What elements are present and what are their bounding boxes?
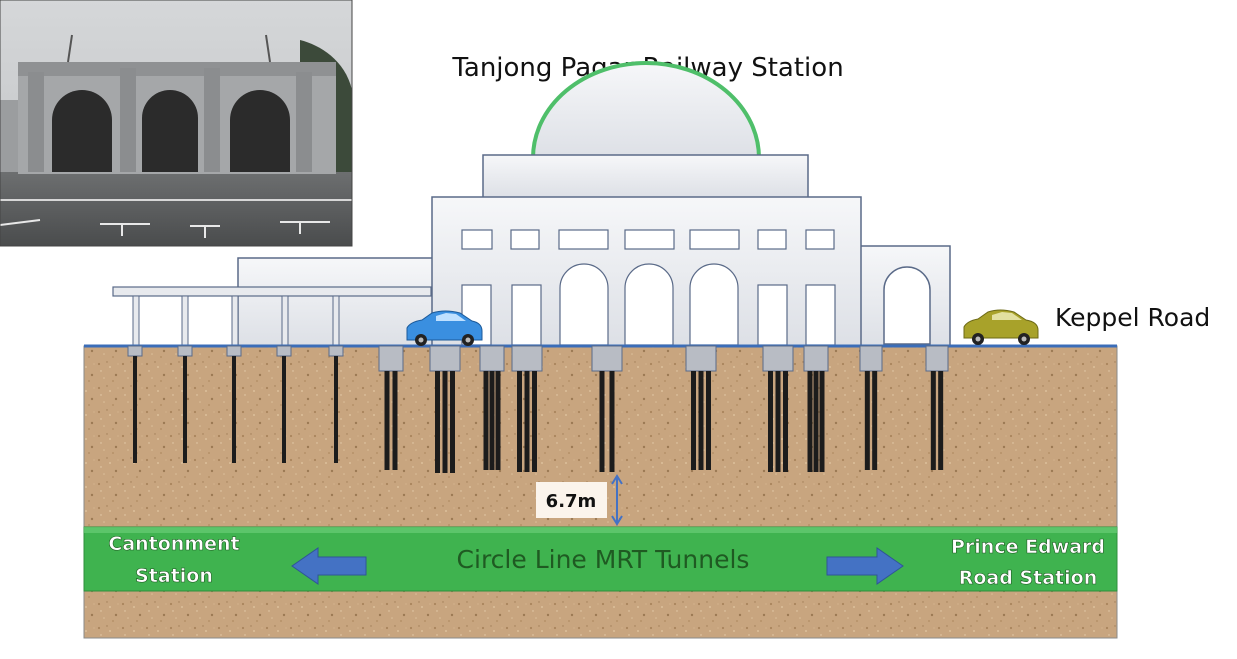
foundation-piles: [127, 345, 949, 473]
pile: [483, 371, 489, 470]
main-block-doors: [461, 263, 836, 346]
pile-cap: [127, 345, 143, 357]
pile: [392, 371, 398, 470]
pile: [864, 371, 870, 470]
pile: [524, 371, 530, 472]
pile: [450, 371, 455, 473]
depth-marker: [536, 474, 623, 526]
car-right-icon: [963, 309, 1039, 345]
pile-cap: [591, 345, 623, 372]
road-label: Keppel Road: [1055, 303, 1210, 332]
pile-cap: [429, 345, 461, 372]
pile-cap: [479, 345, 505, 372]
tunnel-highlight: [84, 527, 1117, 533]
pile: [599, 371, 605, 472]
left-station-line1: Cantonment: [108, 533, 239, 555]
pile: [706, 371, 711, 470]
pile-cap: [276, 345, 292, 357]
pile: [232, 356, 236, 463]
pile: [691, 371, 696, 470]
pile: [872, 371, 878, 470]
pile-cap: [803, 345, 829, 372]
pile: [807, 371, 813, 472]
pile: [698, 371, 704, 470]
pile: [282, 356, 286, 463]
pile: [442, 371, 448, 473]
pile: [495, 371, 501, 470]
pile-cap: [328, 345, 344, 357]
depth-label: 6.7m: [546, 491, 597, 512]
pile: [938, 371, 944, 470]
pile-cap: [859, 345, 883, 372]
right-station-line2: Road Station: [959, 567, 1097, 589]
pile-cap: [685, 345, 717, 372]
right-station-line1: Prince Edward: [951, 536, 1105, 558]
car-left-icon: [406, 310, 483, 346]
pile: [819, 371, 825, 472]
pile: [489, 371, 495, 470]
main-block-windows: [461, 229, 835, 250]
pile-cap: [925, 345, 949, 372]
pile: [435, 371, 440, 473]
pile-cap: [762, 345, 794, 372]
pile-cap: [378, 345, 404, 372]
pile: [609, 371, 615, 472]
pile-cap: [177, 345, 193, 357]
pile: [517, 371, 522, 472]
arrow-right-icon: [826, 547, 904, 585]
pile-cap: [511, 345, 543, 372]
mrt-tunnel-band: [83, 526, 1118, 592]
pile: [783, 371, 788, 472]
pile-cap: [226, 345, 242, 357]
pile: [813, 371, 819, 472]
pile: [775, 371, 781, 472]
tunnel-label: Circle Line MRT Tunnels: [457, 545, 750, 574]
pile: [133, 356, 137, 463]
pile: [384, 371, 390, 470]
pile: [183, 356, 187, 463]
right-wing-arch-door: [883, 266, 931, 345]
station-dome: [530, 61, 762, 160]
arrow-left-icon: [291, 547, 367, 585]
pile: [768, 371, 773, 472]
pile: [532, 371, 537, 472]
station-photo: [0, 0, 353, 247]
left-station-line2: Station: [135, 565, 213, 587]
pile: [930, 371, 936, 470]
pile: [334, 356, 338, 463]
station-upper-block: [482, 154, 809, 199]
